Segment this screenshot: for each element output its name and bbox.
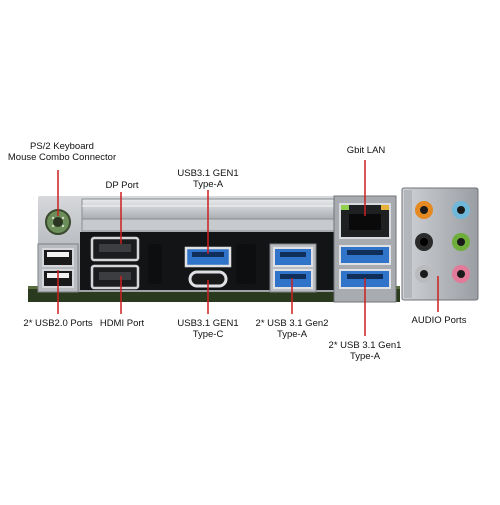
label-audio-ports: AUDIO Ports <box>411 315 467 326</box>
audio-jacks <box>415 201 470 283</box>
label-hdmi-port: HDMI Port <box>99 318 145 329</box>
label-usb20: 2* USB2.0 Ports <box>23 318 93 329</box>
leader-lines <box>57 160 439 336</box>
label-dp-port: DP Port <box>105 180 139 191</box>
label-gbit-lan: Gbit LAN <box>346 145 386 156</box>
